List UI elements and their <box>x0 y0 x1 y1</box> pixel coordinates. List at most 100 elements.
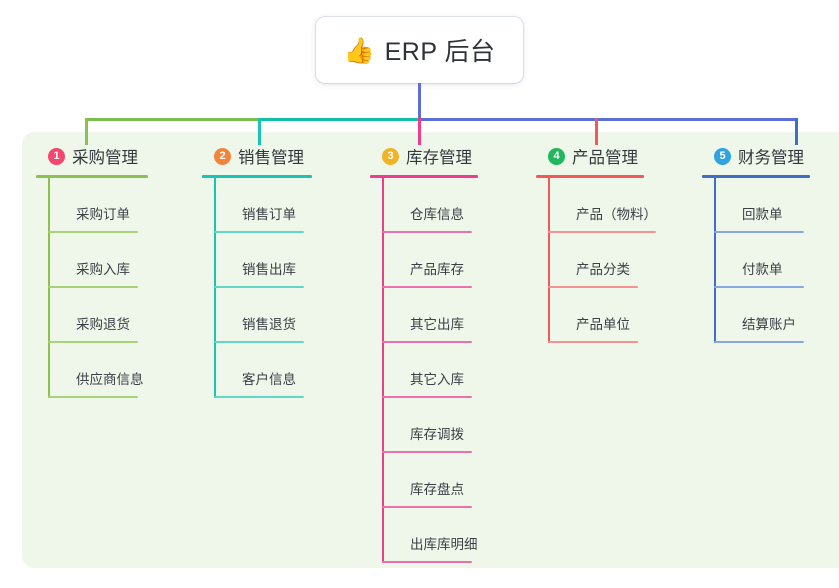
bus-segment-blue <box>418 118 798 121</box>
root-stem <box>418 83 421 121</box>
branch-leaf[interactable]: 销售订单 <box>214 178 312 233</box>
branch-leaf[interactable]: 回款单 <box>714 178 810 233</box>
branch-leaf-label: 客户信息 <box>242 372 296 387</box>
branch-title: 销售管理 <box>238 149 304 167</box>
branch-leaf-underline <box>548 341 638 343</box>
branch-body-1: 采购订单采购入库采购退货供应商信息 <box>48 178 148 398</box>
branch-number-badge: 1 <box>48 147 65 165</box>
branch-leaf-underline <box>382 231 472 233</box>
branch-spine <box>548 178 550 343</box>
branch-drop-1 <box>85 118 88 145</box>
root-node-card[interactable]: 👍 ERP 后台 <box>316 17 523 83</box>
branch-leaf[interactable]: 采购退货 <box>48 288 148 343</box>
branch-leaf[interactable]: 销售退货 <box>214 288 312 343</box>
branch-leaf-label: 库存盘点 <box>410 482 464 497</box>
branch-body-4: 产品（物料） 产品分类产品单位 <box>548 178 657 343</box>
branch-header-1[interactable]: 1 采购管理 <box>36 143 148 169</box>
branch-leaf-label: 结算账户 <box>742 317 796 332</box>
branch-underline <box>36 175 148 178</box>
branch-leaf[interactable]: 结算账户 <box>714 288 810 343</box>
branch-leaf[interactable]: 采购订单 <box>48 178 148 233</box>
branch-title: 采购管理 <box>72 149 138 167</box>
branch-leaf[interactable]: 仓库信息 <box>382 178 478 233</box>
branch-column-5: 5 财务管理回款单付款单结算账户 <box>702 143 810 343</box>
bus-segment-teal <box>258 118 420 121</box>
branch-leaf-underline <box>48 231 138 233</box>
branch-title: 产品管理 <box>572 149 638 167</box>
branch-leaf-label: 付款单 <box>742 262 783 277</box>
branch-leaf-underline <box>714 341 804 343</box>
branch-leaf-label: 产品分类 <box>576 262 630 277</box>
branch-leaf-label: 销售出库 <box>242 262 296 277</box>
branch-leaf-underline <box>382 506 472 508</box>
branch-leaf-underline <box>214 396 304 398</box>
branch-leaf-label: 仓库信息 <box>410 207 464 222</box>
branch-leaf[interactable]: 产品（物料） <box>548 178 657 233</box>
branch-body-2: 销售订单销售出库销售退货客户信息 <box>214 178 312 398</box>
branch-leaf-underline <box>548 286 638 288</box>
branch-underline <box>702 175 810 178</box>
branch-leaf[interactable]: 库存调拨 <box>382 398 478 453</box>
branch-drop-4 <box>595 118 598 145</box>
branch-leaf-label: 产品（物料） <box>576 207 657 222</box>
branch-spine <box>48 178 50 398</box>
bus-segment-green <box>85 118 260 121</box>
branch-leaf[interactable]: 销售出库 <box>214 233 312 288</box>
branch-drop-3 <box>418 118 421 145</box>
branch-leaf-underline <box>382 396 472 398</box>
branch-leaf-underline <box>214 341 304 343</box>
branch-leaf[interactable]: 客户信息 <box>214 343 312 398</box>
branch-leaf-underline <box>214 231 304 233</box>
branch-leaf-underline <box>382 451 472 453</box>
branch-leaf-underline <box>714 286 804 288</box>
branch-title: 库存管理 <box>406 149 472 167</box>
root-node-title: ERP 后台 <box>384 38 496 66</box>
branch-leaf-label: 采购订单 <box>76 207 130 222</box>
branch-leaf-underline <box>48 286 138 288</box>
branch-leaf-underline <box>214 286 304 288</box>
branch-leaf[interactable]: 采购入库 <box>48 233 148 288</box>
branch-column-1: 1 采购管理采购订单采购入库采购退货供应商信息 <box>36 143 148 398</box>
branch-title: 财务管理 <box>738 149 804 167</box>
branch-leaf-label: 产品单位 <box>576 317 630 332</box>
branch-leaf-label: 采购入库 <box>76 262 130 277</box>
branch-spine <box>214 178 216 398</box>
branch-leaf-underline <box>382 286 472 288</box>
branch-number-badge: 5 <box>714 147 731 165</box>
branch-leaf-underline <box>48 341 138 343</box>
branch-leaf[interactable]: 其它入库 <box>382 343 478 398</box>
branch-leaf[interactable]: 付款单 <box>714 233 810 288</box>
branch-spine <box>382 178 384 563</box>
branch-drop-2 <box>258 118 261 145</box>
branch-drop-5 <box>795 118 798 145</box>
branch-leaf[interactable]: 库存盘点 <box>382 453 478 508</box>
branch-leaf-underline <box>714 231 804 233</box>
branch-leaf[interactable]: 产品库存 <box>382 233 478 288</box>
branch-underline <box>202 175 312 178</box>
branch-body-3: 仓库信息产品库存其它出库其它入库库存调拨库存盘点出库库明细 <box>382 178 478 563</box>
branch-leaf[interactable]: 产品单位 <box>548 288 644 343</box>
branch-leaf-label: 回款单 <box>742 207 783 222</box>
branch-leaf[interactable]: 供应商信息 <box>48 343 148 398</box>
branch-leaf[interactable]: 出库库明细 <box>382 508 478 563</box>
branch-leaf-label: 采购退货 <box>76 317 130 332</box>
branch-leaf[interactable]: 产品分类 <box>548 233 644 288</box>
branch-leaf-underline <box>48 396 138 398</box>
branch-leaf-label: 供应商信息 <box>76 372 144 387</box>
branch-leaf-label: 销售退货 <box>242 317 296 332</box>
branch-leaf-label: 库存调拨 <box>410 427 464 442</box>
branch-leaf-label: 出库库明细 <box>410 537 478 552</box>
branch-leaf[interactable]: 其它出库 <box>382 288 478 343</box>
branch-header-5[interactable]: 5 财务管理 <box>702 143 810 169</box>
branch-underline <box>370 175 478 178</box>
thumbs-up-icon: 👍 <box>343 35 375 65</box>
branch-spine <box>714 178 716 343</box>
branch-leaf-label: 产品库存 <box>410 262 464 277</box>
